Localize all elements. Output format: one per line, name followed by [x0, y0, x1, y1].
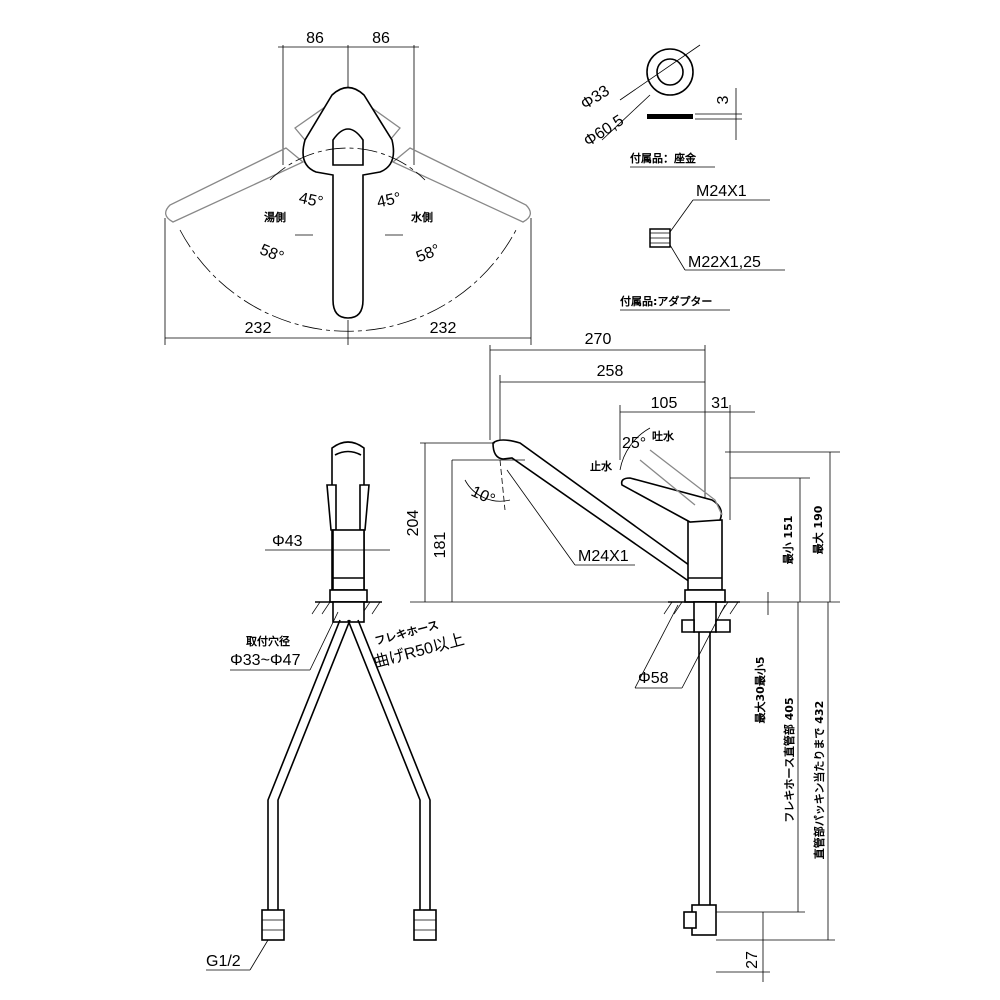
top-width-right: 232 — [430, 320, 457, 337]
height-total: 204 — [405, 510, 422, 537]
adapter-caption: 付属品:アダプター — [620, 294, 712, 308]
top-width-left: 232 — [245, 320, 272, 337]
base-dia: Φ58 — [638, 670, 669, 687]
side-lever-offset: 31 — [711, 395, 729, 412]
mount-hole-range: Φ33~Φ47 — [230, 652, 301, 669]
top-dim-left: 86 — [306, 30, 324, 47]
height-spout: 181 — [432, 532, 449, 559]
top-angle-right-outer: 58° — [414, 241, 443, 266]
spout-thread: M24X1 — [578, 548, 629, 565]
cold-side-label: 水側 — [411, 210, 433, 224]
top-angle-left: 45° — [297, 190, 324, 212]
plate-caption: 付属品：座金 — [630, 151, 697, 165]
lever-on-label: 吐水 — [652, 429, 675, 443]
plate-thickness: 3 — [715, 95, 732, 104]
side-reach-total: 270 — [585, 331, 612, 348]
top-angle-right: 45° — [375, 190, 402, 212]
side-view: 270 258 105 31 10 — [405, 331, 840, 982]
lever-height-min: 最小 151 — [781, 516, 795, 565]
side-lever-reach: 105 — [651, 395, 678, 412]
lever-angle: 25° — [622, 435, 646, 452]
lever-off-label: 止水 — [590, 459, 613, 473]
top-dim-right: 86 — [372, 30, 390, 47]
top-view: 86 86 45° 45° 湯側 水側 58° 58° 232 232 — [164, 30, 532, 345]
deck-thickness-range: 最大30最小5 — [753, 657, 767, 724]
hose-straight-length: フレキホース直管部 405 — [782, 697, 796, 822]
top-angle-left-outer: 58° — [257, 241, 286, 266]
bottom-dim: 27 — [744, 951, 761, 969]
base-plate-detail: Φ33 Φ60,5 3 付属品：座金 — [578, 44, 742, 168]
front-body-dia: Φ43 — [272, 533, 303, 550]
plate-dia-inner: Φ33 — [578, 82, 613, 113]
lever-height-max: 最大 190 — [811, 505, 825, 554]
plate-dia-outer: Φ60,5 — [581, 112, 627, 150]
adapter-thread-top: M24X1 — [696, 183, 747, 200]
side-reach-spout: 258 — [597, 363, 624, 380]
front-view: Φ43 取付穴径 Φ33~Φ47 フレキホース 曲げR50以上 G1/2 — [206, 441, 466, 971]
packing-length: 直管部パッキン当たりまで 432 — [812, 701, 826, 859]
adapter-thread-bottom: M22X1,25 — [688, 254, 761, 271]
adapter-detail: M24X1 M22X1,25 付属品:アダプター — [620, 183, 785, 311]
spout-angle: 10° — [468, 483, 497, 509]
mount-hole-label: 取付穴径 — [246, 634, 290, 648]
hot-side-label: 湯側 — [264, 210, 286, 224]
inlet-thread: G1/2 — [206, 953, 241, 970]
